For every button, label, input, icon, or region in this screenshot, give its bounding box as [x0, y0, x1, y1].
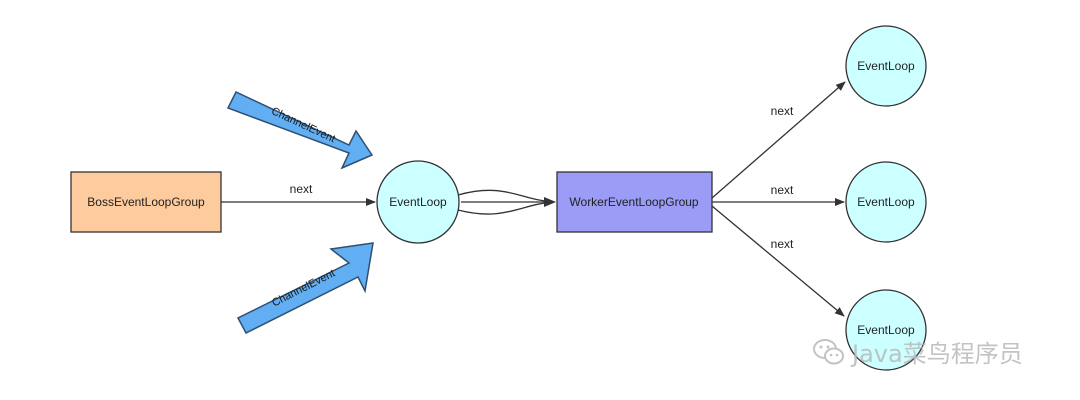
worker-event-loop-bottom-node: EventLoop: [845, 289, 927, 371]
watermark: Java菜鸟程序员: [812, 334, 1023, 369]
worker-event-loop-top-label: EventLoop: [857, 59, 915, 73]
worker-event-loop-mid-node: EventLoop: [845, 161, 927, 243]
edge-worker-to-top: next: [711, 81, 846, 199]
boss-event-loop-label: EventLoop: [389, 195, 447, 209]
edge-boss-to-loop: next: [221, 182, 376, 206]
boss-event-loop-group-label: BossEventLoopGroup: [87, 195, 205, 209]
worker-event-loop-group-node: WorkerEventLoopGroup: [556, 171, 713, 233]
edge-label-worker-to-bottom: next: [771, 237, 794, 251]
worker-event-loop-group-label: WorkerEventLoopGroup: [569, 195, 699, 209]
wechat-icon: [813, 338, 844, 364]
watermark-text: Java菜鸟程序员: [852, 340, 1023, 368]
edge-label-worker-to-top: next: [771, 104, 794, 118]
edge-worker-to-bottom: next: [711, 205, 845, 317]
boss-event-loop-node: EventLoop: [376, 160, 460, 244]
edge-label-boss-to-loop: next: [290, 182, 313, 196]
edge-worker-to-mid: next: [712, 183, 845, 206]
worker-event-loop-bottom-label: EventLoop: [857, 323, 915, 337]
channel-event-arrow-top: ChannelEvent: [226, 91, 374, 170]
edge-label-worker-to-mid: next: [771, 183, 794, 197]
worker-event-loop-top-node: EventLoop: [845, 25, 927, 107]
edge-loop-to-worker: [457, 189, 556, 215]
worker-event-loop-mid-label: EventLoop: [857, 195, 915, 209]
boss-event-loop-group-node: BossEventLoopGroup: [70, 171, 222, 233]
channel-event-arrow-bottom: ChannelEvent: [236, 242, 374, 334]
